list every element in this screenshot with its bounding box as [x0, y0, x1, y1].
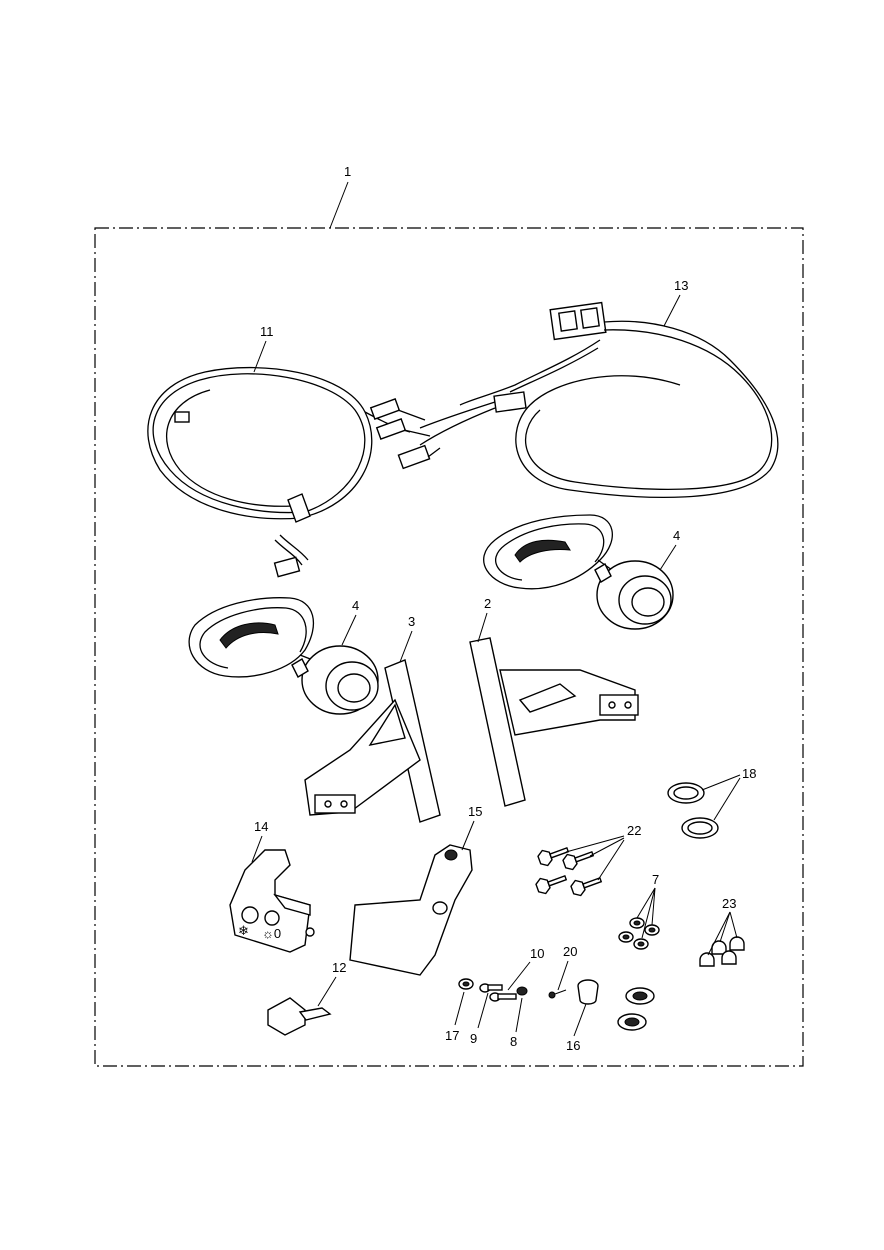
grommets [617, 987, 655, 1031]
label-screw-short: 9 [470, 992, 489, 1046]
clips [667, 782, 719, 839]
svg-text:8: 8 [510, 1034, 517, 1049]
svg-text:20: 20 [563, 944, 577, 959]
svg-text:23: 23 [722, 896, 736, 911]
bracket-right [469, 637, 639, 807]
washers [618, 917, 660, 950]
label-screw-long: 10 [507, 946, 544, 991]
svg-text:11: 11 [260, 324, 274, 339]
label-bracket-right: 2 [477, 596, 491, 643]
label-cap: 16 [566, 1003, 587, 1053]
label-washers: 7 [636, 872, 659, 939]
svg-text:9: 9 [470, 1031, 477, 1046]
label-harness-main: 11 [253, 324, 274, 373]
switch-marking-right: ☼0 [262, 926, 281, 941]
label-lamp-right: 4 [659, 528, 680, 571]
switch-housing: ❄ ☼0 [229, 849, 315, 953]
cap [577, 979, 599, 1005]
svg-text:10: 10 [530, 946, 544, 961]
bracket-left [304, 659, 441, 823]
svg-text:15: 15 [468, 804, 482, 819]
screw-short [479, 983, 503, 993]
svg-text:14: 14 [254, 819, 268, 834]
cap-nuts [699, 936, 745, 967]
rivet [548, 989, 567, 999]
toggle-switch [267, 997, 332, 1036]
harness-main [147, 366, 411, 578]
svg-text:4: 4 [673, 528, 680, 543]
bolts [535, 847, 603, 897]
svg-text:2: 2 [484, 596, 491, 611]
svg-text:1: 1 [344, 164, 351, 179]
label-bracket-left: 3 [399, 614, 415, 663]
label-rivet: 20 [557, 944, 577, 991]
lamp-right [483, 514, 674, 630]
svg-text:18: 18 [742, 766, 756, 781]
svg-text:4: 4 [352, 598, 359, 613]
label-lamp-left: 4 [341, 598, 359, 646]
kit-boundary [94, 227, 804, 1067]
nut [516, 986, 528, 996]
label-switch-housing: 14 [251, 819, 268, 863]
label-kit: 1 [329, 164, 351, 229]
label-cap-nuts: 23 [707, 896, 738, 956]
svg-text:3: 3 [408, 614, 415, 629]
label-clips: 18 [701, 766, 756, 821]
label-nut: 8 [510, 997, 523, 1049]
svg-text:17: 17 [445, 1028, 459, 1043]
spacer [458, 978, 474, 990]
harness-adapter [369, 301, 779, 499]
svg-text:12: 12 [332, 960, 346, 975]
svg-text:13: 13 [674, 278, 688, 293]
label-bolts: 22 [565, 823, 641, 881]
label-switch-mount: 15 [461, 804, 482, 851]
svg-text:22: 22 [627, 823, 641, 838]
svg-text:16: 16 [566, 1038, 580, 1053]
svg-text:7: 7 [652, 872, 659, 887]
switch-mount [349, 844, 473, 976]
label-spacer: 17 [445, 991, 465, 1043]
switch-marking-left: ❄ [238, 923, 249, 938]
lamp-left [188, 597, 379, 715]
label-toggle-switch: 12 [317, 960, 346, 1007]
label-harness-adapter: 13 [663, 278, 688, 327]
screw-long [489, 992, 517, 1002]
